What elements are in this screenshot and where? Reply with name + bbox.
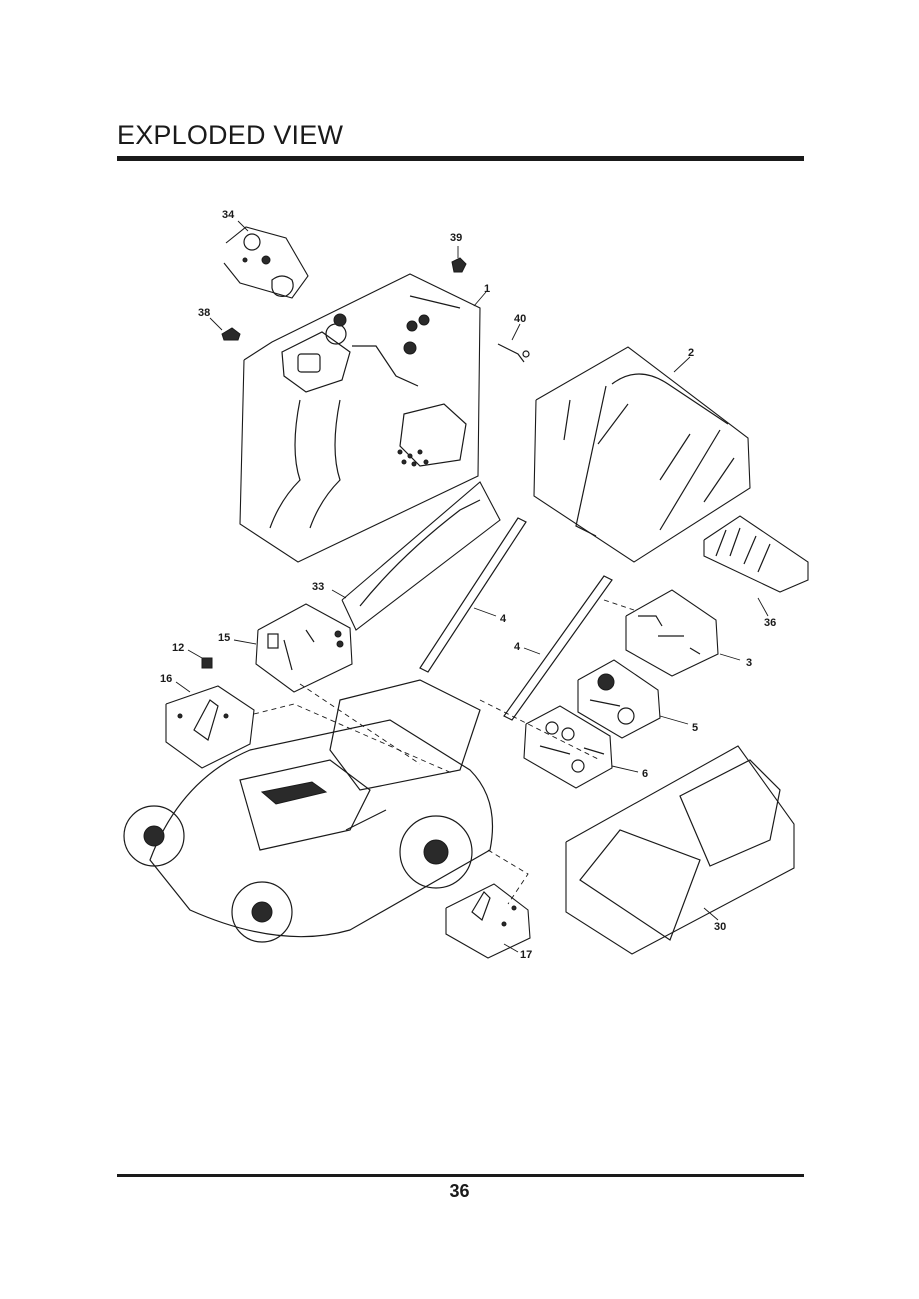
callout-33: 33	[312, 581, 324, 593]
callout-30: 30	[714, 921, 726, 933]
panel-33	[342, 482, 500, 630]
callout-40: 40	[514, 313, 526, 325]
leader-lines	[176, 221, 768, 952]
part-39	[452, 258, 466, 272]
callout-3: 3	[746, 657, 752, 669]
callout-16: 16	[160, 673, 172, 685]
panel-15	[256, 604, 352, 692]
part-40	[498, 344, 524, 362]
callout-34: 34	[222, 209, 235, 221]
callout-15: 15	[218, 632, 230, 644]
panel-34	[224, 227, 308, 298]
callout-36: 36	[764, 617, 776, 629]
panel-2	[534, 347, 750, 562]
callout-17: 17	[520, 949, 532, 961]
callout-4-lower: 4	[514, 641, 521, 653]
callout-38: 38	[198, 307, 210, 319]
callout-2: 2	[688, 347, 694, 359]
panel-36	[704, 516, 808, 592]
panel-16	[166, 686, 254, 768]
part-38	[222, 328, 240, 340]
part-4-lower	[504, 576, 612, 720]
panel-17	[446, 884, 530, 958]
panel-3	[626, 590, 718, 676]
callout-39: 39	[450, 232, 462, 244]
callout-6: 6	[642, 768, 648, 780]
panel-6	[524, 706, 612, 788]
page-number: 36	[0, 1181, 919, 1202]
callout-12: 12	[172, 642, 184, 654]
panel-30	[566, 746, 794, 954]
callout-4-upper: 4	[500, 613, 507, 625]
callout-1: 1	[484, 283, 490, 295]
callout-5: 5	[692, 722, 698, 734]
mower-body	[124, 680, 493, 942]
part-12	[202, 658, 212, 668]
panel-5	[578, 660, 660, 738]
footer-rule	[117, 1174, 804, 1177]
panel-1	[240, 274, 480, 562]
